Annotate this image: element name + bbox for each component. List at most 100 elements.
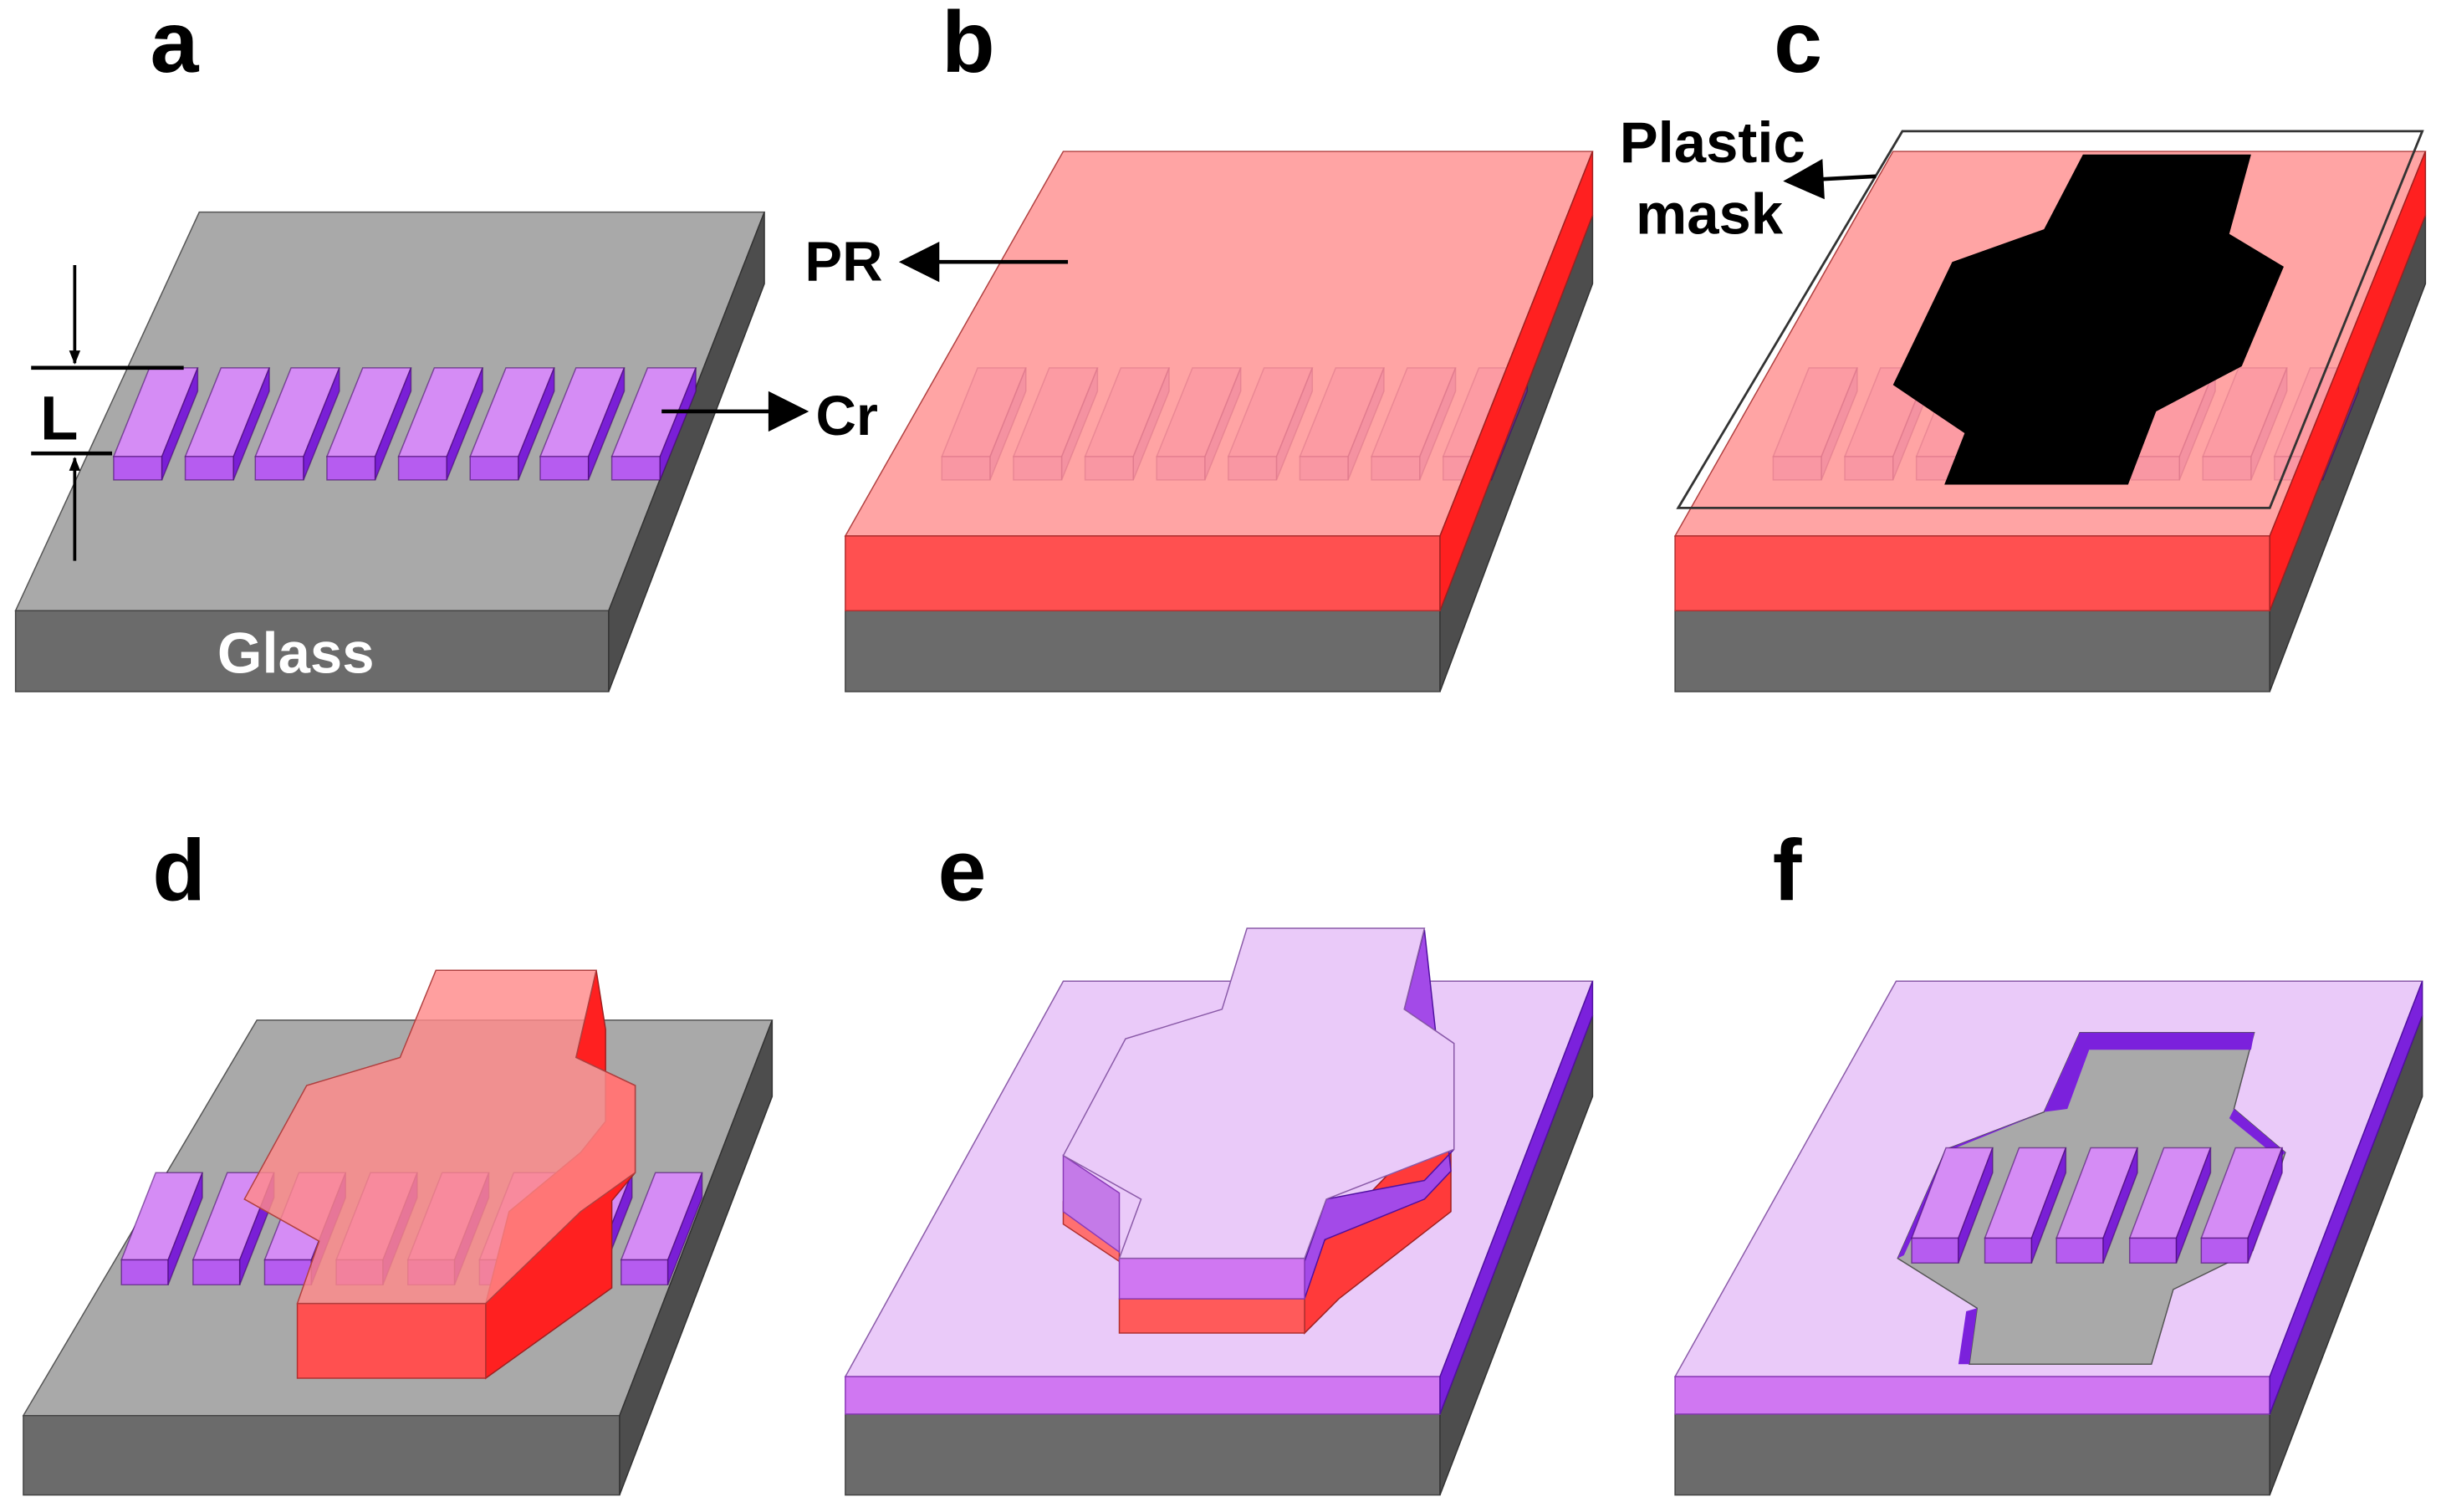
cr-strip-front bbox=[2055, 1237, 2104, 1264]
cr-strip bbox=[2055, 1147, 2139, 1264]
panel-label-d: d bbox=[152, 822, 206, 919]
stack-top bbox=[1062, 927, 1455, 1259]
cr-strip-side bbox=[666, 1172, 703, 1285]
cr-strip-side bbox=[587, 367, 626, 481]
cr-strip bbox=[469, 367, 555, 481]
plastic-mask-sheet bbox=[1676, 130, 2424, 509]
cr-strip bbox=[120, 1172, 204, 1286]
glass-side bbox=[608, 212, 765, 692]
pr-side bbox=[2269, 151, 2427, 611]
cr-strip bbox=[539, 367, 626, 481]
cr-strip-side bbox=[2102, 1147, 2138, 1264]
cr-strip-side bbox=[167, 1172, 203, 1285]
stack-front-metal-left bbox=[1062, 1154, 1121, 1254]
cr-strip-side bbox=[2175, 1147, 2212, 1264]
opening-wall-left bbox=[1897, 1111, 2045, 1259]
cr-strip bbox=[397, 367, 484, 481]
cr-strip-side bbox=[446, 367, 483, 481]
cr-strip-front bbox=[620, 1259, 669, 1286]
cr-strip-front bbox=[2200, 1237, 2249, 1264]
cr-strip bbox=[2128, 1147, 2212, 1264]
cr-strip-side bbox=[2247, 1147, 2283, 1264]
pr-label: PR bbox=[804, 231, 882, 294]
cr-strip bbox=[254, 367, 340, 481]
glass-substrate bbox=[845, 1014, 1594, 1496]
plastic-mask-pattern bbox=[1892, 154, 2284, 485]
metal-side bbox=[1439, 981, 1594, 1415]
cr-strip-front bbox=[184, 456, 234, 481]
cr-strip-side bbox=[518, 367, 555, 481]
panel-label-e: e bbox=[937, 822, 986, 919]
glass-front bbox=[23, 1414, 620, 1496]
cr-strip bbox=[610, 367, 697, 481]
opening-wall-lower bbox=[1958, 1308, 1978, 1365]
cr-strip-front bbox=[113, 456, 163, 481]
panel-label-c: c bbox=[1774, 0, 1822, 91]
glass-front bbox=[845, 610, 1441, 692]
panel-e: e bbox=[844, 822, 1594, 1496]
pr-front bbox=[845, 535, 1441, 611]
dimension-marker: L bbox=[31, 264, 184, 561]
cr-strip-side bbox=[2030, 1147, 2067, 1264]
cr-strip-front bbox=[2128, 1237, 2178, 1264]
mask-label-line2: mask bbox=[1636, 182, 1784, 247]
glass-label: Glass bbox=[217, 621, 375, 686]
cr-strip bbox=[112, 367, 199, 481]
opening-wall-right bbox=[2229, 1108, 2285, 1159]
cr-strip-front bbox=[326, 456, 376, 481]
cr-strip-front bbox=[254, 456, 304, 481]
pr-top bbox=[243, 969, 636, 1305]
cr-strip-front bbox=[1911, 1237, 1959, 1264]
metal-front bbox=[845, 1376, 1441, 1415]
cr-strip bbox=[184, 367, 271, 481]
panel-c: Plastic mask c bbox=[1620, 0, 2427, 692]
cr-strip-front bbox=[397, 456, 448, 481]
cr-strip-front bbox=[263, 1259, 313, 1286]
glass-front bbox=[1674, 1413, 2270, 1496]
lift-off-stack bbox=[1062, 927, 1455, 1335]
cr-strip bbox=[1984, 1147, 2067, 1264]
cr-strip-side bbox=[232, 367, 270, 481]
panel-a: L Cr Glass a bbox=[14, 0, 878, 692]
cr-strip-front bbox=[539, 456, 590, 481]
opening-wall-back bbox=[2044, 1032, 2255, 1112]
glass-front bbox=[1674, 610, 2270, 692]
panel-label-a: a bbox=[151, 0, 200, 91]
cr-strip-side bbox=[1958, 1147, 1994, 1264]
cr-strip bbox=[325, 367, 412, 481]
pr-front bbox=[296, 1302, 487, 1379]
panel-f: f bbox=[1673, 822, 2423, 1496]
panel-label-f: f bbox=[1773, 822, 1802, 919]
dimension-label: L bbox=[40, 383, 78, 452]
cr-strip bbox=[620, 1172, 703, 1286]
panel-label-b: b bbox=[942, 0, 995, 91]
patterned-photoresist bbox=[243, 969, 636, 1380]
cr-strip-front bbox=[192, 1259, 241, 1286]
panel-d: d bbox=[22, 822, 774, 1496]
pr-side bbox=[1439, 151, 1594, 611]
cr-strip-side bbox=[374, 367, 412, 481]
glass-substrate bbox=[1674, 1014, 2423, 1496]
stack-front-pr bbox=[1118, 1298, 1305, 1334]
cr-strip-side bbox=[659, 367, 697, 481]
cr-strip-front bbox=[469, 456, 519, 481]
mask-pointer-arrow bbox=[1783, 158, 1877, 200]
cr-strip-front bbox=[1984, 1237, 2033, 1264]
cr-strip bbox=[2200, 1147, 2284, 1264]
photoresist-layer bbox=[1673, 151, 2427, 611]
cr-strip-side bbox=[303, 367, 340, 481]
glass-substrate bbox=[1674, 215, 2427, 692]
metal-side bbox=[2269, 981, 2423, 1415]
cr-strip bbox=[1910, 1147, 1994, 1264]
photoresist-layer bbox=[844, 151, 1594, 611]
metal-front bbox=[1674, 1376, 2270, 1415]
glass-front bbox=[845, 1413, 1441, 1496]
chromium-electrodes bbox=[1910, 1147, 2284, 1264]
panel-b: PR b bbox=[804, 0, 1594, 692]
cr-strip-front bbox=[610, 456, 661, 481]
chromium-strips bbox=[112, 367, 697, 481]
pr-front bbox=[1674, 535, 2270, 611]
glass-side bbox=[619, 1019, 774, 1495]
